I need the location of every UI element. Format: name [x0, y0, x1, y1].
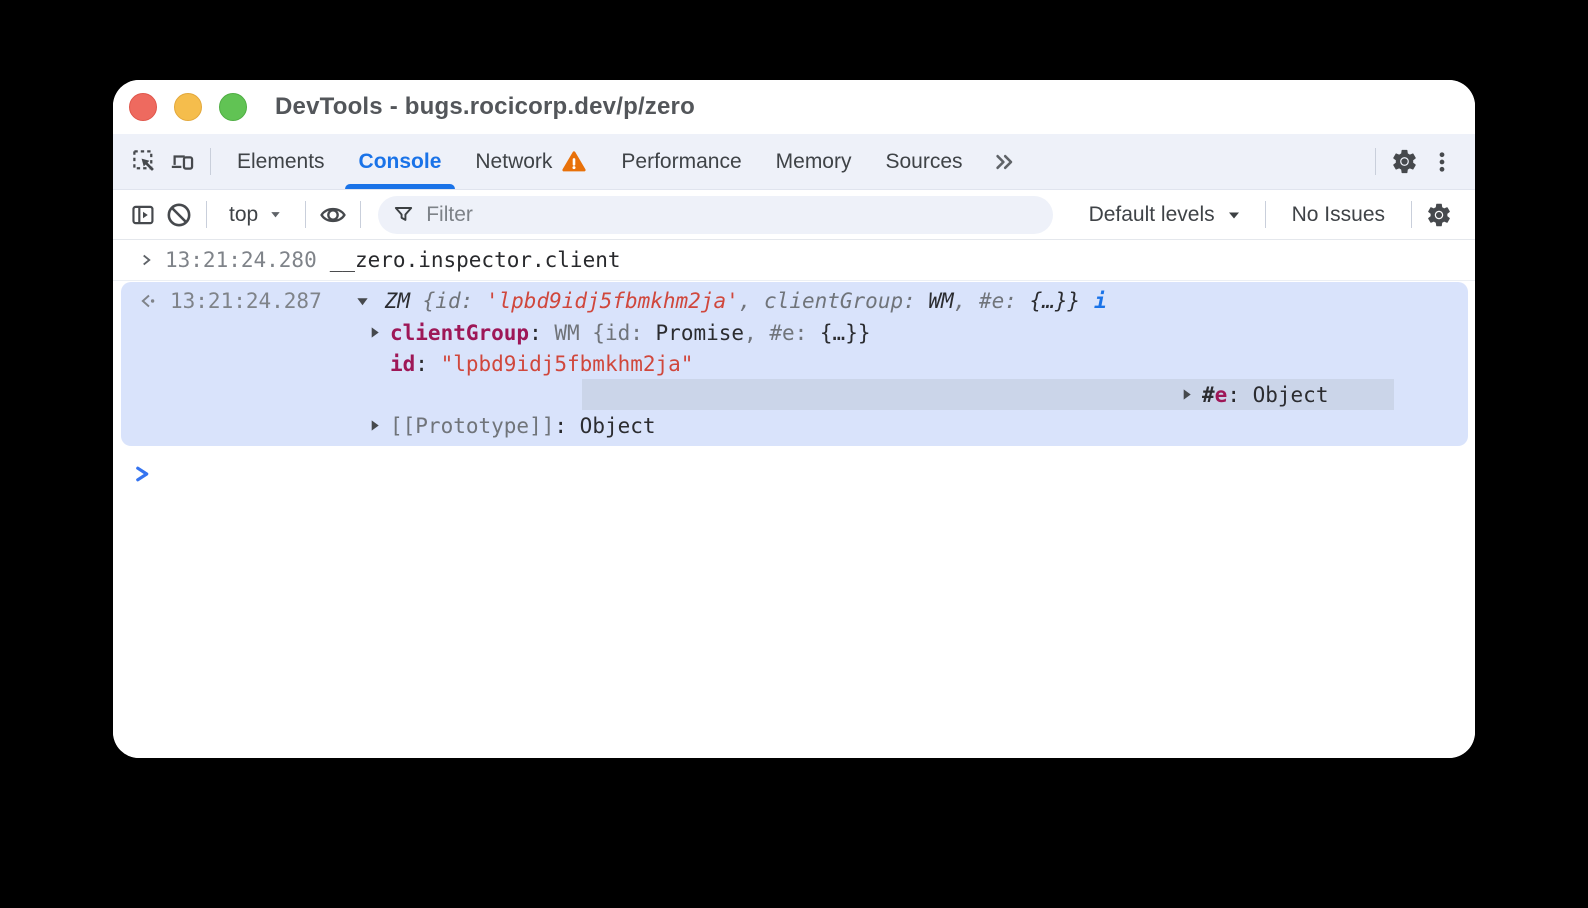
caret-right-icon[interactable]	[1179, 387, 1194, 402]
tab-console[interactable]: Console	[342, 134, 459, 189]
window-title: DevTools - bugs.rocicorp.dev/p/zero	[275, 93, 695, 120]
double-chevron-right-icon	[995, 154, 1012, 169]
property-row-clientgroup[interactable]: clientGroup: WM {id: Promise, #e: {…}}	[121, 317, 1468, 348]
zoom-window-button[interactable]	[219, 93, 247, 121]
tab-network[interactable]: Network	[458, 134, 604, 189]
result-preview-row[interactable]: 13:21:24.287 ZM {id: 'lpbd9idj5fbmkhm2ja…	[121, 285, 1468, 317]
tab-performance[interactable]: Performance	[604, 134, 758, 189]
tabbar-divider	[1375, 148, 1376, 175]
gear-icon	[1392, 149, 1416, 174]
property-name: [[Prototype]]	[390, 413, 555, 438]
object-preview: ZM {id: 'lpbd9idj5fbmkhm2ja', clientGrou…	[384, 289, 1107, 313]
tab-label: Sources	[885, 149, 963, 173]
toolbar-divider	[1264, 201, 1266, 228]
filter-input[interactable]	[426, 202, 1039, 227]
devtools-tabbar: Elements Console Network Performance Mem…	[113, 134, 1475, 190]
devtools-window: DevTools - bugs.rocicorp.dev/p/zero Elem…	[113, 80, 1475, 758]
evaluated-expression: __zero.inspector.client	[329, 248, 621, 272]
devtools-settings-button[interactable]	[1385, 147, 1423, 176]
console-result-block: 13:21:24.287 ZM {id: 'lpbd9idj5fbmkhm2ja…	[121, 282, 1468, 446]
minimize-window-button[interactable]	[174, 93, 202, 121]
traffic-lights	[129, 93, 247, 121]
filter-funnel-icon	[395, 207, 413, 221]
console-toolbar: top Default levels No Issues	[113, 190, 1475, 240]
toolbar-divider	[1411, 201, 1412, 228]
toolbar-divider	[206, 201, 207, 228]
tab-label: Console	[358, 149, 442, 173]
object-class-name: ZM	[384, 289, 423, 313]
evaluated-info-icon[interactable]: i	[1094, 289, 1107, 313]
toolbar-divider	[360, 201, 362, 228]
kebab-menu-icon	[1439, 151, 1445, 172]
sidebar-panel-icon	[132, 205, 154, 224]
property-name: clientGroup	[390, 320, 530, 345]
console-settings-button[interactable]	[1421, 201, 1457, 229]
more-tabs-button[interactable]	[980, 134, 1028, 189]
caret-right-icon[interactable]	[367, 325, 382, 340]
console-filter[interactable]	[378, 195, 1053, 234]
message-timestamp: 13:21:24.287	[170, 289, 322, 313]
issues-counter[interactable]: No Issues	[1291, 202, 1385, 226]
context-selector-label: top	[229, 202, 259, 226]
console-input-chevron-icon	[139, 252, 154, 268]
clear-console-icon	[167, 203, 191, 226]
log-levels-dropdown[interactable]: Default levels	[1075, 203, 1256, 227]
tab-label: Performance	[621, 149, 742, 173]
property-name: id	[390, 351, 416, 376]
inspect-element-icon	[132, 150, 154, 171]
message-timestamp: 13:21:24.280	[165, 248, 317, 272]
gear-icon	[1428, 203, 1450, 226]
network-warning-badge	[561, 149, 587, 175]
close-window-button[interactable]	[129, 93, 157, 121]
titlebar: DevTools - bugs.rocicorp.dev/p/zero	[113, 80, 1475, 134]
tab-elements[interactable]: Elements	[220, 134, 342, 189]
console-messages: 13:21:24.280 __zero.inspector.client 13:…	[113, 240, 1475, 758]
chevron-down-icon	[1228, 212, 1239, 218]
tabbar-right-controls	[1366, 134, 1461, 189]
property-name: e	[1214, 382, 1228, 407]
warning-triangle-icon	[562, 150, 587, 171]
chevron-down-icon	[271, 212, 280, 218]
device-toolbar-button[interactable]	[163, 134, 201, 189]
tab-memory[interactable]: Memory	[759, 134, 869, 189]
console-sidebar-button[interactable]	[125, 202, 161, 228]
devtools-menu-button[interactable]	[1423, 149, 1461, 175]
device-toolbar-icon	[171, 155, 193, 170]
tab-label: Memory	[775, 149, 852, 173]
tab-label: Elements	[237, 149, 325, 173]
tab-label: Network	[475, 149, 553, 173]
return-value-icon	[138, 291, 158, 311]
caret-down-icon[interactable]	[355, 294, 370, 309]
string-value: 'lpbd9idj5fbmkhm2ja'	[485, 289, 739, 313]
caret-right-icon[interactable]	[367, 418, 382, 433]
eye-icon	[320, 207, 346, 222]
inspect-element-button[interactable]	[125, 134, 163, 189]
property-row-prototype[interactable]: [[Prototype]]: Object	[121, 410, 1468, 441]
string-value: "lpbd9idj5fbmkhm2ja"	[440, 351, 694, 376]
private-hash: #	[1202, 382, 1215, 407]
console-prompt[interactable]	[113, 464, 1475, 484]
property-row-id[interactable]: id: "lpbd9idj5fbmkhm2ja"	[390, 351, 694, 376]
row-hover-highlight	[582, 379, 1394, 410]
create-live-expression-button[interactable]	[315, 201, 351, 229]
toolbar-divider	[305, 201, 307, 228]
tab-sources[interactable]: Sources	[868, 134, 979, 189]
active-tab-underline	[344, 184, 456, 189]
prompt-chevron-icon	[136, 466, 149, 482]
tabbar-divider	[210, 148, 211, 175]
console-input-echo-row[interactable]: 13:21:24.280 __zero.inspector.client	[113, 240, 1475, 281]
clear-console-button[interactable]	[161, 202, 197, 228]
log-levels-label: Default levels	[1088, 202, 1215, 226]
execution-context-selector[interactable]: top	[216, 203, 296, 227]
property-row-private-e[interactable]: #e: Object	[121, 379, 1468, 410]
